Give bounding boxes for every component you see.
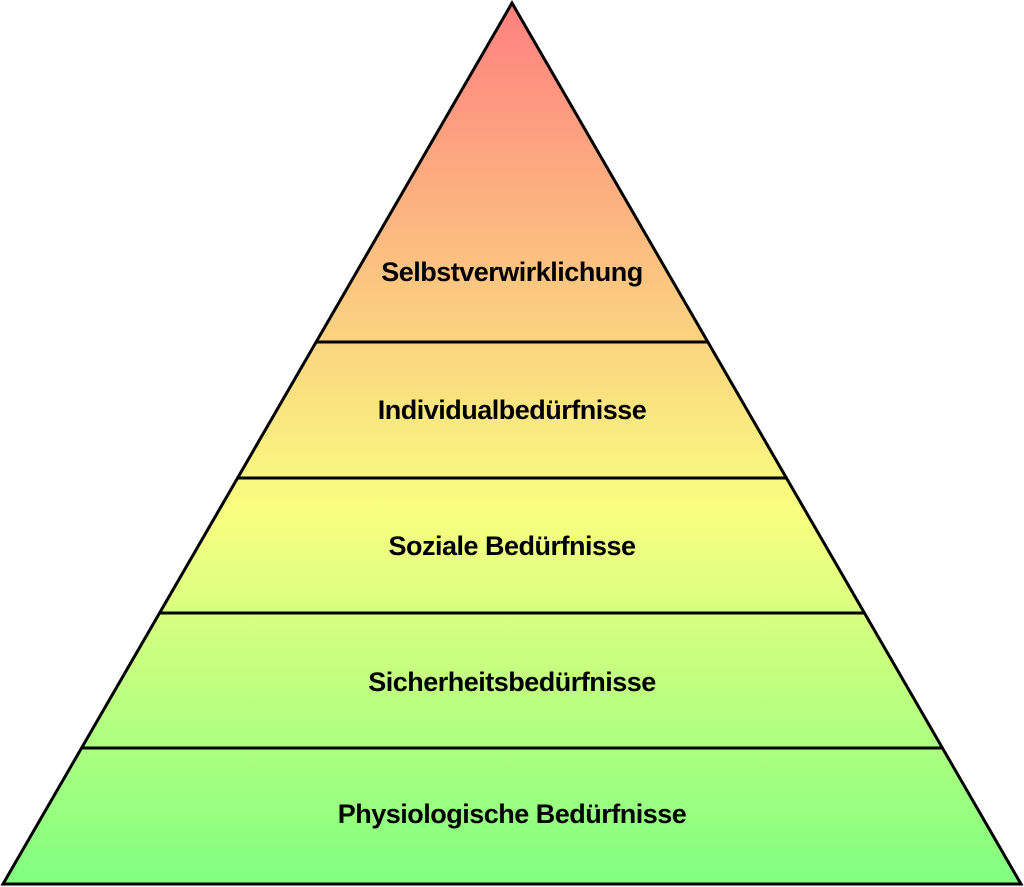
- level-label-safety: Sicherheitsbedürfnisse: [368, 667, 656, 697]
- level-label-physiological: Physiologische Bedürfnisse: [338, 799, 687, 829]
- level-label-self-actualization: Selbstverwirklichung: [381, 257, 643, 287]
- level-label-esteem: Individualbedürfnisse: [378, 395, 647, 425]
- level-label-social: Soziale Bedürfnisse: [388, 531, 636, 561]
